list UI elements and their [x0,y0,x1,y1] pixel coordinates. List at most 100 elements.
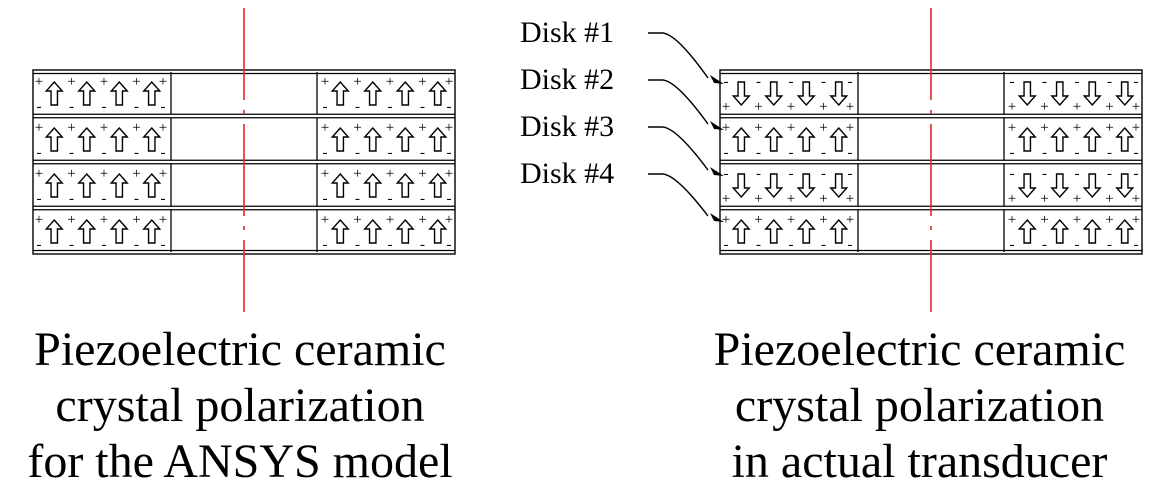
minus-sign: - [1134,74,1139,90]
plus-sign: + [787,191,795,207]
plus-sign: + [386,166,394,182]
hollow-arrow-icon [142,80,162,106]
hollow-arrow-icon [428,218,448,244]
minus-sign: - [1042,166,1047,182]
hollow-arrow-icon [1082,126,1102,152]
minus-sign: - [756,145,761,161]
plus-sign: + [1040,99,1048,115]
minus-sign: - [102,237,107,253]
plus-sign: + [722,99,730,115]
hollow-arrow-icon [44,80,64,106]
minus-sign: - [37,99,42,115]
plus-sign: + [445,74,453,90]
minus-sign: - [821,166,826,182]
plus-sign: + [1132,120,1140,136]
caption-line: crystal polarization [55,379,425,432]
plus-sign: + [819,120,827,136]
plus-sign: + [321,74,329,90]
hollow-arrow-icon [363,172,383,198]
hollow-arrow-icon [764,173,784,199]
minus-sign: - [1075,145,1080,161]
hollow-arrow-icon [330,172,350,198]
disk-label-1: Disk #1 [520,16,614,49]
minus-sign: - [388,145,393,161]
plus-sign: + [1008,120,1016,136]
minus-sign: - [323,191,328,207]
minus-sign: - [1134,166,1139,182]
plus-sign: + [1073,120,1081,136]
minus-sign: - [1134,237,1139,253]
hollow-arrow-icon [330,218,350,244]
hollow-arrow-icon [109,172,129,198]
hollow-arrow-icon [1082,218,1102,244]
plus-sign: + [1132,212,1140,228]
minus-sign: - [848,237,853,253]
hollow-arrow-icon [829,81,849,107]
hollow-arrow-icon [363,126,383,152]
leader-arrowhead [710,121,724,130]
plus-sign: + [321,166,329,182]
minus-sign: - [134,191,139,207]
leader-line [648,32,709,79]
leader-line [648,173,709,217]
hollow-arrow-icon [829,126,849,152]
caption-line: crystal polarization [734,379,1105,432]
plus-sign: + [754,120,762,136]
minus-sign: - [1107,145,1112,161]
plus-sign: + [159,74,167,90]
plus-sign: + [846,191,854,207]
plus-sign: + [386,212,394,228]
hollow-arrow-icon [1115,81,1135,107]
plus-sign: + [386,120,394,136]
plus-sign: + [1105,120,1113,136]
plus-sign: + [445,212,453,228]
hollow-arrow-icon [109,126,129,152]
hollow-arrow-icon [1115,173,1135,199]
minus-sign: - [724,166,729,182]
plus-sign: + [418,74,426,90]
minus-sign: - [69,99,74,115]
plus-sign: + [754,99,762,115]
minus-sign: - [1010,74,1015,90]
leader-line [648,126,709,171]
caption-line: in actual transducer [731,435,1108,488]
hollow-arrow-icon [1050,218,1070,244]
minus-sign: - [355,145,360,161]
minus-sign: - [1042,74,1047,90]
plus-sign: + [819,99,827,115]
plus-sign: + [35,166,43,182]
minus-sign: - [102,145,107,161]
hollow-arrow-icon [44,126,64,152]
plus-sign: + [1008,191,1016,207]
hollow-arrow-icon [764,218,784,244]
minus-sign: - [420,237,425,253]
plus-sign: + [1132,99,1140,115]
plus-sign: + [100,166,108,182]
hollow-arrow-icon [731,218,751,244]
disk-label-3: Disk #3 [520,110,614,143]
minus-sign: - [1010,166,1015,182]
minus-sign: - [134,145,139,161]
hollow-arrow-icon [77,80,97,106]
plus-sign: + [1132,191,1140,207]
caption-ansys-model: Piezoelectric ceramic crystal polarizati… [0,322,480,490]
caption-actual-transducer: Piezoelectric ceramic crystal polarizati… [680,322,1159,490]
plus-sign: + [846,99,854,115]
plus-sign: + [722,191,730,207]
minus-sign: - [102,191,107,207]
minus-sign: - [447,237,452,253]
plus-sign: + [353,120,361,136]
ansys-disk-3: +-+-+-+-+-+-+-+-+-+- [33,159,455,207]
hollow-arrow-icon [1017,126,1037,152]
minus-sign: - [1042,237,1047,253]
hollow-arrow-icon [44,218,64,244]
plus-sign: + [353,166,361,182]
hollow-arrow-icon [330,126,350,152]
plus-sign: + [35,212,43,228]
actual-disk-stack: -+-+-+-+-+-+-+-+-+-++-+-+-+-+-+-+-+-+-+-… [719,8,1143,312]
minus-sign: - [848,145,853,161]
plus-sign: + [819,191,827,207]
plus-sign: + [1008,99,1016,115]
minus-sign: - [37,237,42,253]
plus-sign: + [353,74,361,90]
